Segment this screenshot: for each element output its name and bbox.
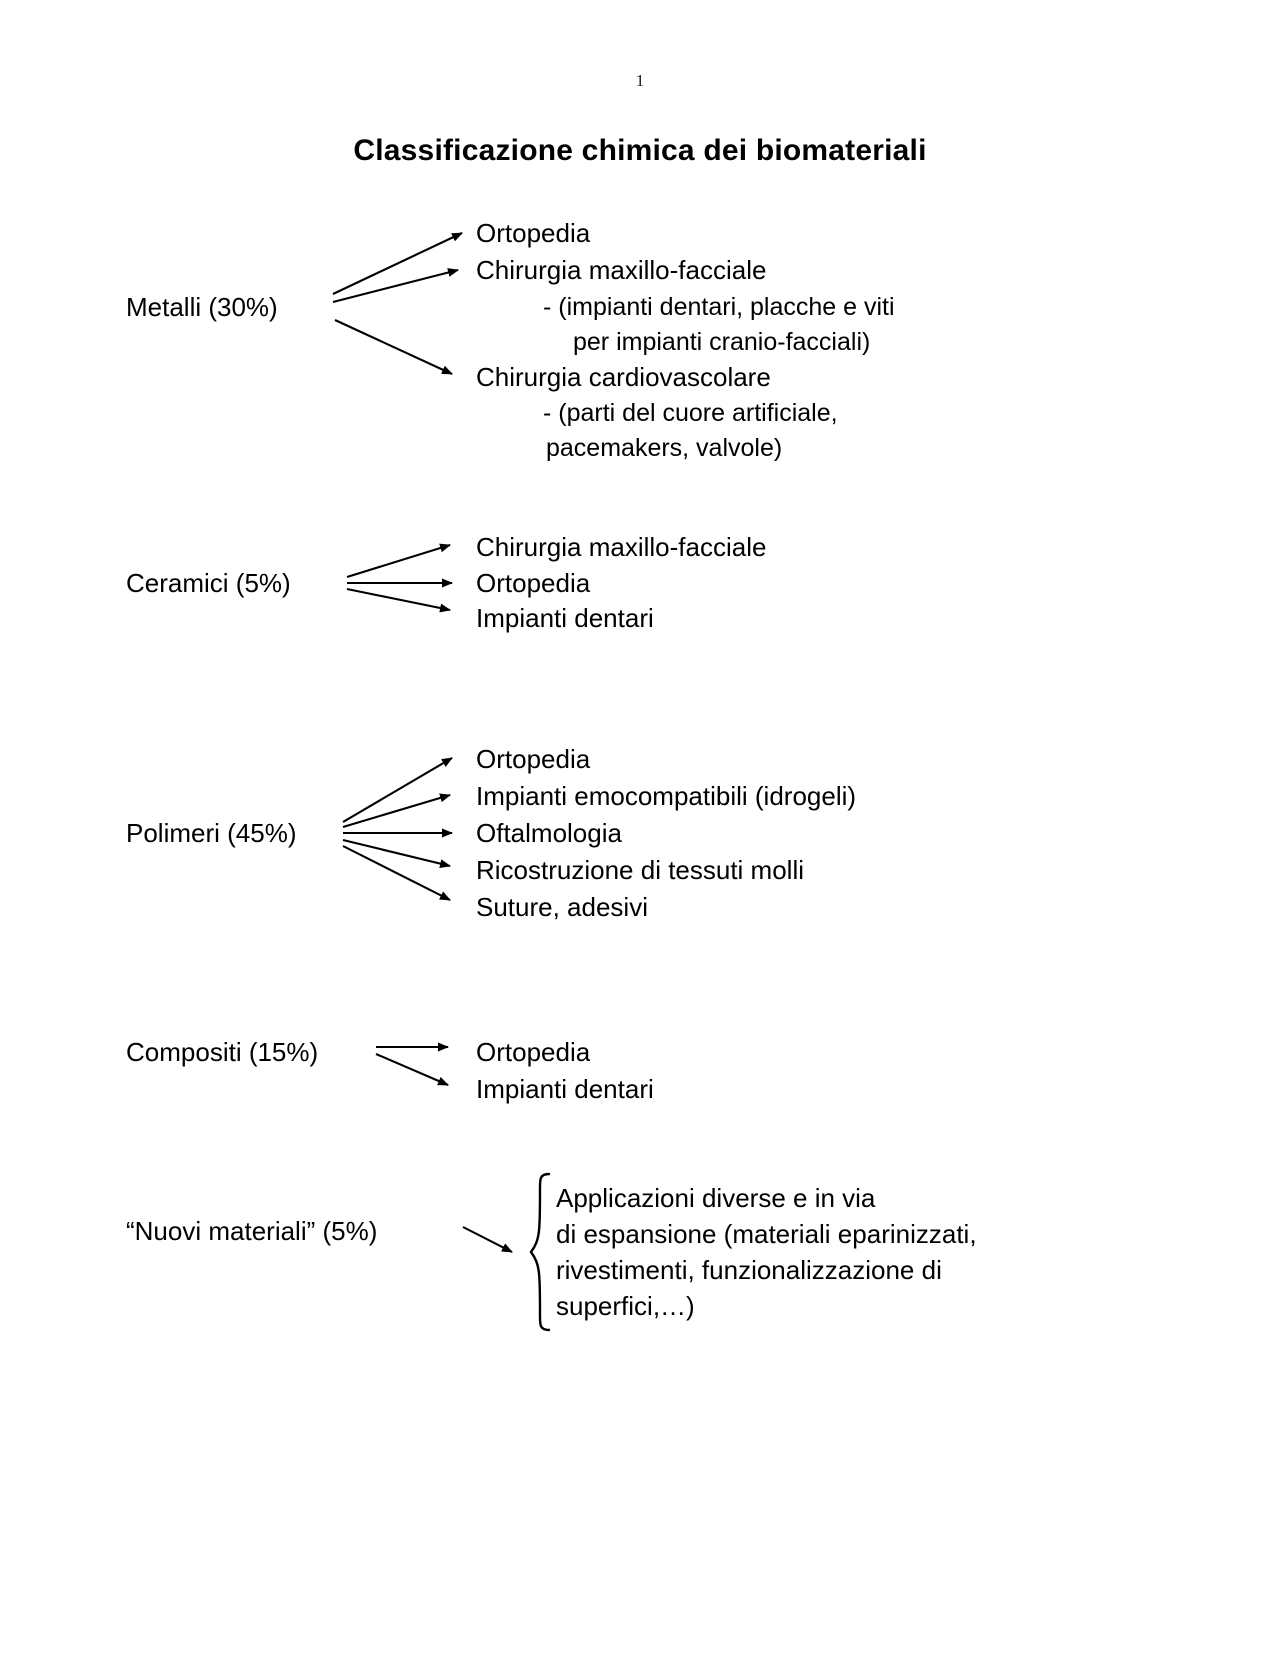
target-metalli-3: Chirurgia cardiovascolare bbox=[476, 362, 771, 392]
target-metalli-2-detail-a: - (impianti dentari, placche e viti bbox=[543, 293, 895, 321]
target-metalli-3-detail-a: - (parti del cuore artificiale, bbox=[543, 399, 838, 427]
group-label-nuovi-materiali: “Nuovi materiali” (5%) bbox=[126, 1216, 378, 1246]
target-ceramici-1: Chirurgia maxillo-facciale bbox=[476, 532, 767, 562]
target-ceramici-2: Ortopedia bbox=[476, 568, 591, 598]
page-title: Classificazione chimica dei biomateriali bbox=[353, 134, 927, 167]
group-label-compositi: Compositi (15%) bbox=[126, 1037, 319, 1067]
target-nuovi-2: di espansione (materiali eparinizzati, bbox=[556, 1219, 977, 1249]
target-compositi-2: Impianti dentari bbox=[476, 1074, 654, 1104]
target-ceramici-3: Impianti dentari bbox=[476, 603, 654, 633]
group-label-metalli: Metalli (30%) bbox=[126, 292, 278, 322]
target-metalli-2: Chirurgia maxillo-facciale bbox=[476, 255, 767, 285]
curly-brace-icon bbox=[529, 1172, 551, 1332]
target-polimeri-4: Ricostruzione di tessuti molli bbox=[476, 855, 805, 885]
group-label-polimeri: Polimeri (45%) bbox=[126, 818, 297, 848]
group-label-ceramici: Ceramici (5%) bbox=[126, 568, 291, 598]
target-polimeri-3: Oftalmologia bbox=[476, 818, 622, 848]
target-metalli-2-detail-b: per impianti cranio-facciali) bbox=[573, 328, 871, 356]
target-metalli-3-detail-b: pacemakers, valvole) bbox=[546, 434, 783, 462]
target-nuovi-1: Applicazioni diverse e in via bbox=[556, 1183, 876, 1213]
target-metalli-1: Ortopedia bbox=[476, 218, 591, 248]
target-polimeri-1: Ortopedia bbox=[476, 744, 591, 774]
target-polimeri-5: Suture, adesivi bbox=[476, 892, 648, 922]
target-nuovi-3: rivestimenti, funzionalizzazione di bbox=[556, 1255, 942, 1285]
page-number: 1 bbox=[635, 71, 645, 90]
target-polimeri-2: Impianti emocompatibili (idrogeli) bbox=[476, 781, 857, 811]
target-nuovi-4: superfici,…) bbox=[556, 1291, 695, 1321]
target-compositi-1: Ortopedia bbox=[476, 1037, 591, 1067]
